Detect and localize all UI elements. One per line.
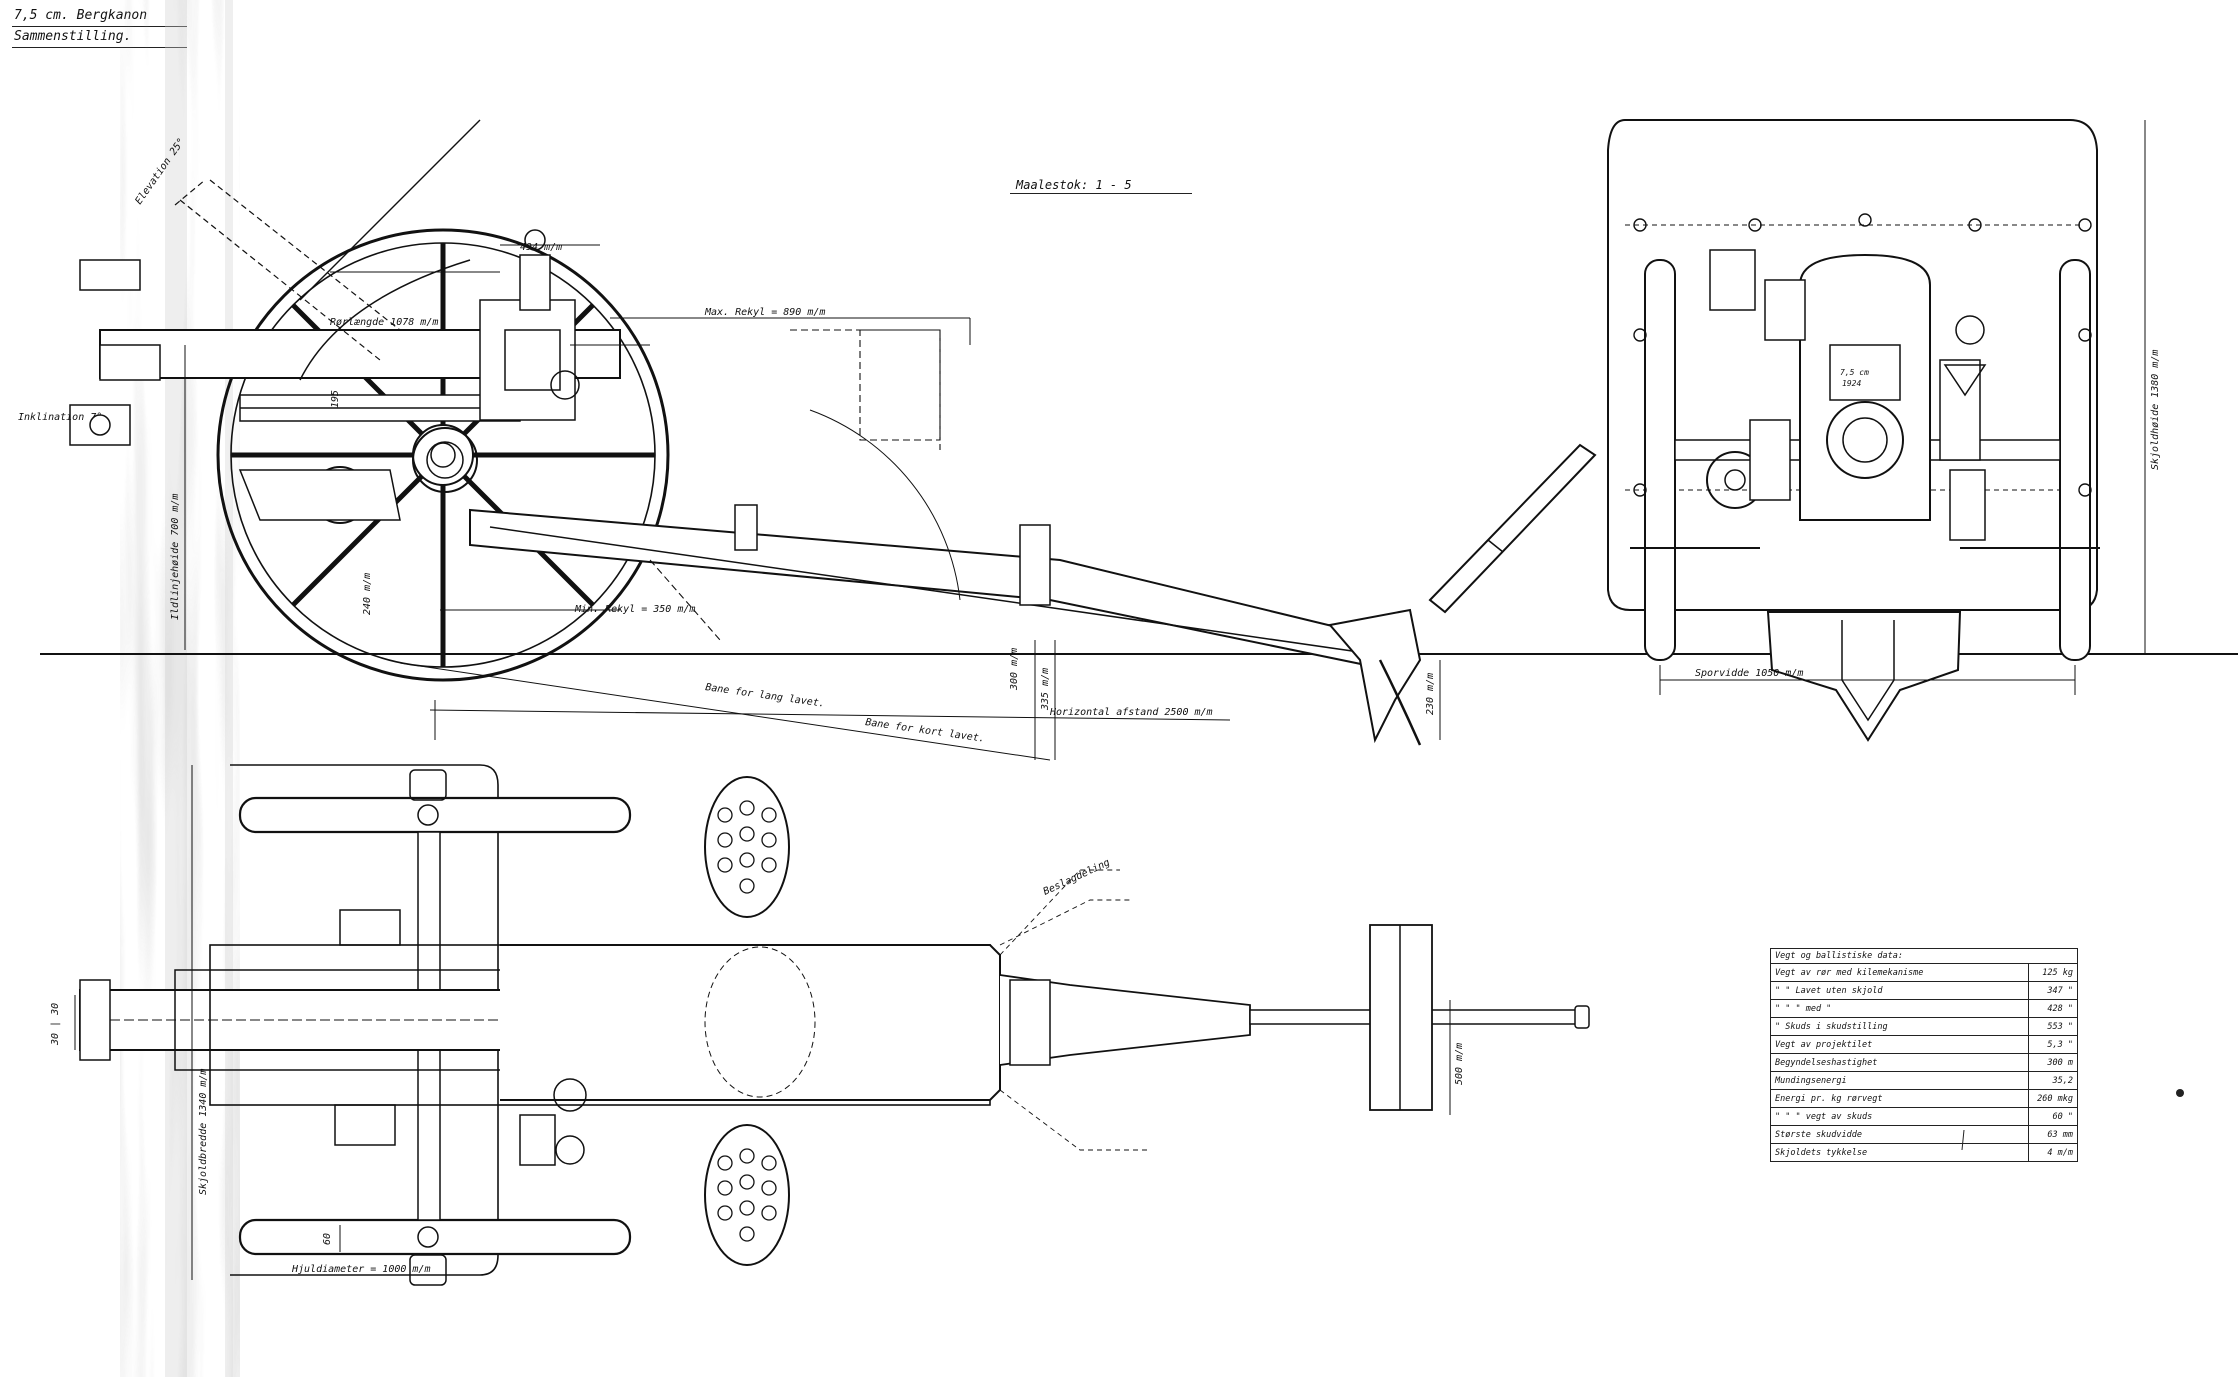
stray-mark — [2176, 1089, 2184, 1097]
row-label: Skjoldets tykkelse — [1770, 1143, 2029, 1162]
leader-label: Beslagdeling — [1042, 857, 1112, 898]
row-value: 428 " — [2028, 999, 2078, 1018]
data-table-title: Vegt og ballistiske data: — [1770, 948, 2078, 963]
front-view — [1607, 119, 2146, 742]
line-of-fire-label: Ildlinjehøide 700 m/m — [170, 494, 181, 620]
row-label: Energi pr. kg rørvegt — [1770, 1089, 2029, 1108]
row-label: Mundingsenergi — [1770, 1071, 2029, 1090]
front-left-wheel — [1644, 259, 1676, 661]
top-upper-wheel — [238, 796, 632, 834]
row-value: 4 m/m — [2028, 1143, 2078, 1162]
row-value: 553 " — [2028, 1017, 2078, 1036]
row-label: Vegt av rør med kilemekanisme — [1770, 963, 2029, 982]
wheel-diameter-label: Hjuldiameter = 1000 m/m — [291, 1264, 430, 1275]
top-view — [74, 764, 1590, 1286]
dim-30-label: 30 | 30 — [50, 1003, 61, 1046]
dim-230-label: 230 m/m — [1425, 673, 1436, 715]
horizontal-distance-label: Horizontal afstand 2500 m/m — [1049, 707, 1213, 718]
row-value: 300 m — [2028, 1053, 2078, 1072]
top-lower-wheel — [238, 1218, 632, 1256]
shield-height-label: Skjoldhøide 1380 m/m — [2150, 350, 2161, 470]
track-width-label: Sporvidde 1050 m/m — [1695, 668, 1803, 679]
table-row: " " " med "428 " — [1770, 999, 2078, 1018]
max-recoil-label: Max. Rekyl = 890 m/m — [704, 307, 825, 318]
front-labels: Skjoldhøide 1380 m/m Sporvidde 1050 m/m … — [1695, 350, 2161, 679]
breech-year-label: 1924 — [1842, 379, 1861, 388]
shield-width-label: Skjoldbredde 1340 m/m — [198, 1069, 209, 1195]
side-recoil-ghost — [649, 329, 961, 641]
title-block: 7,5 cm. Bergkanon Sammenstilling. — [12, 6, 188, 48]
paper-fold-stain — [120, 0, 240, 1377]
dim-500-label: 500 m/m — [1454, 1043, 1465, 1085]
row-value: 347 " — [2028, 981, 2078, 1000]
row-label: Begyndelseshastighet — [1770, 1053, 2029, 1072]
row-label: " Skuds i skudstilling — [1770, 1017, 2029, 1036]
side-elevated-ghost — [174, 119, 481, 361]
side-dimensions — [184, 244, 1441, 761]
side-mechanism — [238, 229, 580, 524]
drawing-subtitle: Sammenstilling. — [12, 27, 188, 48]
row-label: " " " med " — [1770, 999, 2029, 1018]
dim-195-label: 195 — [330, 390, 341, 408]
top-lower-ammo-carrier — [704, 1124, 790, 1266]
dim-335-label: 335 m/m — [1040, 668, 1051, 711]
ballistic-data-table: Vegt og ballistiske data: Vegt av rør me… — [1770, 948, 2078, 1162]
row-label: Største skudvidde — [1770, 1125, 2029, 1144]
dim-60-label: 60 — [322, 1233, 333, 1245]
long-trail-label: Bane for lang lavet. — [705, 682, 826, 710]
row-value: 60 " — [2028, 1107, 2078, 1126]
row-value: 260 mkg — [2028, 1089, 2078, 1108]
dim-300-label: 300 m/m — [1009, 648, 1020, 691]
dim-494-label: 494 m/m — [520, 242, 562, 253]
row-value: 35,2 — [2028, 1071, 2078, 1090]
row-label: Vegt av projektilet — [1770, 1035, 2029, 1054]
breech-calibre-label: 7,5 cm — [1840, 368, 1869, 377]
scale-label: Maalestok: 1 - 5 — [1010, 178, 1192, 194]
front-right-wheel — [2059, 259, 2091, 661]
drawing-title: 7,5 cm. Bergkanon — [12, 6, 188, 27]
front-spade — [1766, 611, 1962, 742]
top-upper-ammo-carrier — [704, 776, 790, 918]
dim-240-label: 240 m/m — [362, 573, 373, 615]
row-value: 125 kg — [2028, 963, 2078, 982]
top-spade-plate — [1369, 924, 1433, 1111]
row-value: 5,3 " — [2028, 1035, 2078, 1054]
side-view — [69, 119, 1597, 761]
barrel-length-label: Rørlængde 1078 m/m — [330, 317, 438, 328]
short-trail-label: Bane for kort lavet. — [865, 717, 986, 745]
min-recoil-label: Min. Rekyl = 350 m/m — [574, 604, 695, 615]
side-trail — [469, 443, 1597, 746]
row-label: " " Lavet uten skjold — [1770, 981, 2029, 1000]
inclination-label: Inklination 7° — [18, 412, 102, 423]
row-label: " " " vegt av skuds — [1770, 1107, 2029, 1126]
row-value: 63 mm — [2028, 1125, 2078, 1144]
